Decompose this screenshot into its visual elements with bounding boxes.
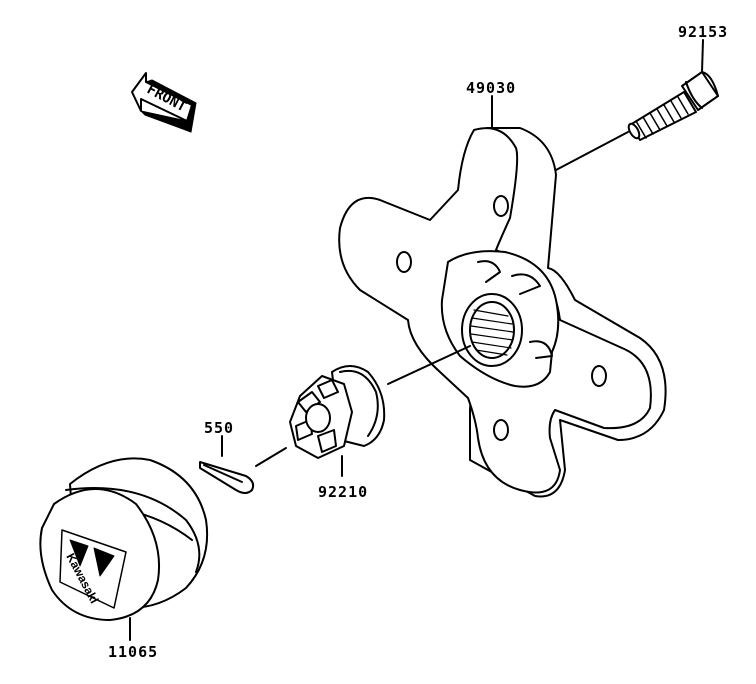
part-label-550[interactable]: 550	[204, 419, 235, 437]
hub-flange-49030-icon	[338, 95, 667, 498]
castle-nut-92210-icon	[289, 365, 386, 477]
part-label-92210[interactable]: 92210	[318, 483, 369, 501]
hub-cap-11065-icon	[39, 457, 209, 641]
part-label-11065[interactable]: 11065	[108, 643, 159, 661]
part-label-49030[interactable]: 49030	[466, 79, 517, 97]
front-arrow-icon	[131, 72, 197, 133]
part-label-92153[interactable]: 92153	[678, 23, 729, 41]
bolt-92153-icon	[555, 39, 719, 171]
cotter-pin-550-icon	[199, 435, 287, 494]
